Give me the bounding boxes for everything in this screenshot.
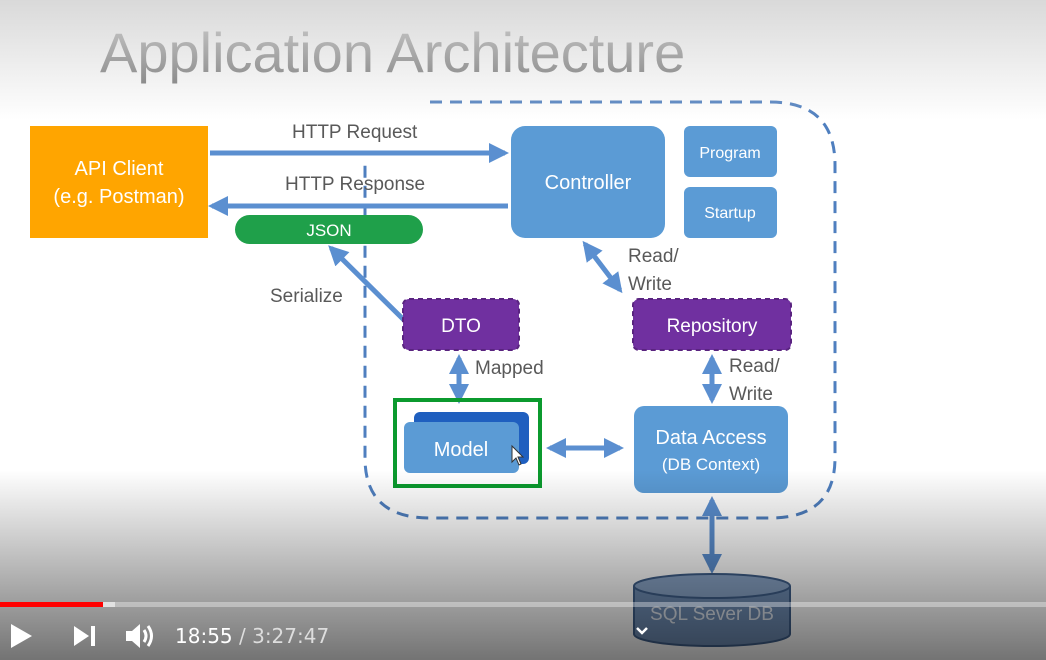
mapped-label: Mapped [475,358,544,379]
read-write-label-1a: Read/ [628,246,679,267]
slide-title: Application Architecture [100,21,685,84]
data-access-box [634,406,788,493]
http-response-label: HTTP Response [285,174,425,195]
next-icon[interactable] [72,624,98,648]
model-label: Model [434,439,488,461]
http-request-label: HTTP Request [292,122,418,143]
model-box [404,422,519,473]
json-pill [235,215,423,244]
mouse-cursor-icon [511,444,525,466]
api-client-sublabel: (e.g. Postman) [53,186,184,208]
read-write-label-2a: Read/ [729,356,780,377]
serialize-label: Serialize [270,286,343,307]
controller-box [511,126,665,238]
repository-label: Repository [667,316,758,337]
json-label: JSON [306,221,351,240]
read-write-label-2b: Write [729,384,773,405]
read-write-label-1b: Write [628,274,672,295]
dto-box [402,298,520,351]
program-label: Program [699,145,760,162]
repository-box [632,298,792,351]
play-icon[interactable] [8,622,34,650]
dto-label: DTO [441,316,481,337]
controller-repository-arrow [582,240,623,294]
controller-label: Controller [545,172,632,194]
data-access-label: Data Access [655,427,766,449]
chevron-down-icon[interactable] [635,626,649,636]
volume-icon[interactable] [124,621,156,651]
data-access-sublabel: (DB Context) [662,455,760,474]
api-client-label: API Client [75,158,164,180]
startup-box [684,187,777,238]
api-client-box [30,126,208,238]
startup-label: Startup [704,205,756,222]
serialize-arrow [328,245,408,324]
database-label: SQL Sever DB [650,604,774,625]
program-box [684,126,777,177]
